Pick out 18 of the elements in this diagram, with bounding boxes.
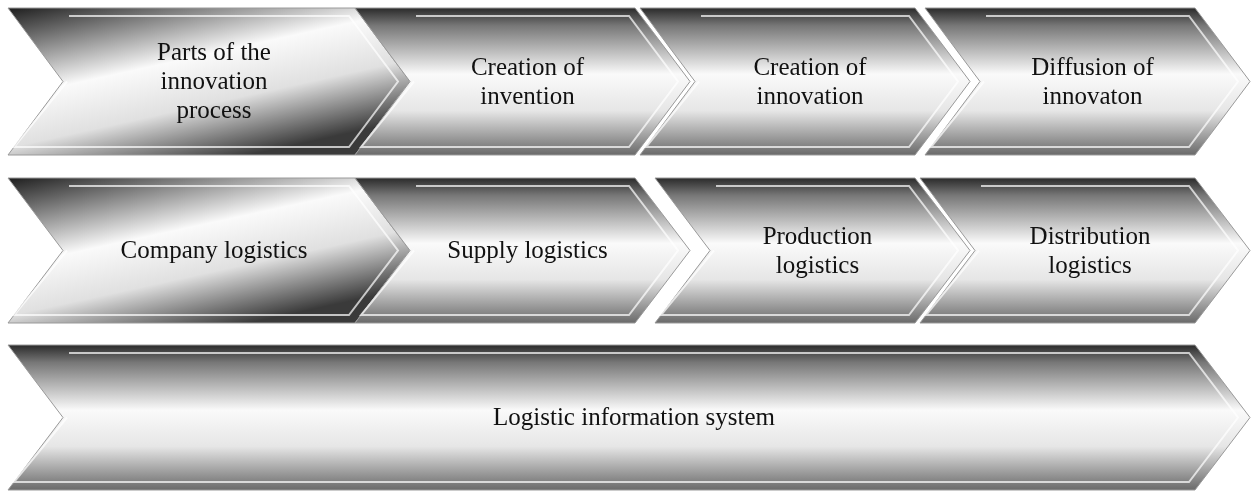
chevron-step [355, 8, 690, 155]
chevron-step [655, 178, 970, 323]
chevron-step [355, 178, 690, 323]
step-label: Logistic information system [493, 403, 775, 432]
step-label: Parts of the innovation process [156, 38, 272, 125]
chevron-step [8, 178, 410, 323]
step-label: Distribution logistics [1028, 221, 1152, 280]
step-label: Diffusion of innovaton [1030, 52, 1155, 111]
step-label: Creation of invention [469, 52, 586, 111]
chevron-step [640, 8, 970, 155]
chevron-step [920, 178, 1250, 323]
chevron-step [925, 8, 1250, 155]
chevron-step [8, 345, 1250, 490]
step-label: Production logistics [761, 221, 874, 280]
chevron-step [8, 8, 410, 155]
step-label: Company logistics [120, 236, 308, 265]
step-label: Supply logistics [447, 236, 608, 265]
step-label: Creation of innovation [752, 52, 868, 111]
